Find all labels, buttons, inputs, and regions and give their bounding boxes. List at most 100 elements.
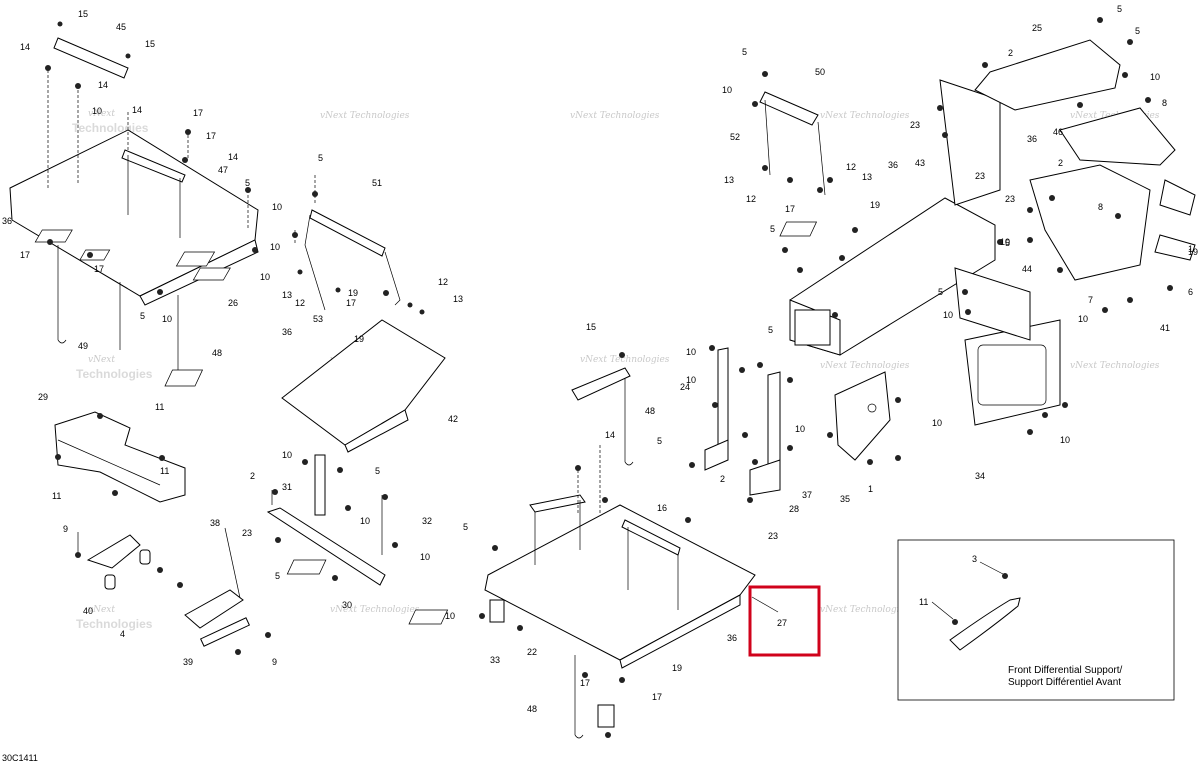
callout-label: 5 xyxy=(245,178,250,188)
callout-label: 1 xyxy=(1188,244,1193,254)
callout-label: 10 xyxy=(932,418,942,428)
callout-label: 29 xyxy=(38,392,48,402)
tray-part xyxy=(281,319,446,446)
callout-label: 38 xyxy=(210,518,220,528)
group-support-38: 9 38 40 4 39 9 xyxy=(63,518,277,667)
watermark-text: vNext Technologies xyxy=(820,605,910,615)
group-box-43: 5 50 10 52 13 12 17 12 13 23 43 36 19 5 … xyxy=(722,47,1070,481)
callout-label: 10 xyxy=(270,242,280,252)
group-bracket-30: 10 5 2 31 10 32 23 10 5 30 xyxy=(242,450,432,610)
callout-label: 48 xyxy=(527,704,537,714)
callout-label: 23 xyxy=(910,120,920,130)
watermark-text: vNext Technologies xyxy=(570,111,660,121)
callout-label: 44 xyxy=(1022,264,1032,274)
callout-label: 2 xyxy=(1058,158,1063,168)
callout-label: 23 xyxy=(242,528,252,538)
callout-label: 2 xyxy=(250,471,255,481)
callout-label: 48 xyxy=(212,348,222,358)
tray-pad xyxy=(34,229,73,243)
tray-edge-part xyxy=(619,594,741,669)
bracket-part xyxy=(954,267,1031,341)
tray-edge-part xyxy=(344,409,409,453)
callout-label: 10 xyxy=(260,272,270,282)
callout-label: 9 xyxy=(63,524,68,534)
callout-label: 14 xyxy=(605,430,615,440)
callout-label: 28 xyxy=(789,504,799,514)
callout-label: 10 xyxy=(162,314,172,324)
callout-label: 7 xyxy=(1088,295,1093,305)
bracket-part xyxy=(974,39,1121,111)
rail-part xyxy=(759,91,819,126)
callout-label: 8 xyxy=(1162,98,1167,108)
callout-label: 17 xyxy=(346,298,356,308)
callout-label: 40 xyxy=(83,606,93,616)
callout-label: 8 xyxy=(1098,202,1103,212)
callout-label: 47 xyxy=(218,165,228,175)
callout-label: 42 xyxy=(448,414,458,424)
callout-label: 19 xyxy=(354,334,364,344)
callout-label: 36 xyxy=(727,633,737,643)
inset-caption-line1: Front Differential Support/ xyxy=(1008,665,1123,676)
inset-front-differential-support: 3 11 Front Differential Support/ Support… xyxy=(897,539,1175,701)
group-top-right: 5 25 2 5 10 8 23 36 46 2 23 5 8 19 7 10 … xyxy=(974,4,1198,333)
rail-part xyxy=(53,37,129,79)
callout-label: 10 xyxy=(1060,435,1070,445)
tray-pad xyxy=(79,249,111,261)
plate-part xyxy=(834,371,891,461)
callout-label: 10 xyxy=(360,516,370,526)
callout-label: 24 xyxy=(680,382,690,392)
callout-label: 16 xyxy=(657,503,667,513)
callout-label: 10 xyxy=(686,347,696,357)
callout-label: 48 xyxy=(645,406,655,416)
watermark-text: vNext Technologies xyxy=(1070,361,1160,371)
callout-label: 35 xyxy=(840,494,850,504)
highlight-box-27[interactable]: 27 xyxy=(748,585,821,657)
callout-label: 30 xyxy=(342,600,352,610)
bracket-part xyxy=(54,411,186,503)
callout-label: 43 xyxy=(915,158,925,168)
callout-label: 41 xyxy=(1160,323,1170,333)
callout-label: 11 xyxy=(160,466,169,476)
tray-part xyxy=(484,504,756,661)
callout-label: 36 xyxy=(888,160,898,170)
callout-label: 19 xyxy=(348,288,358,298)
callout-label: 3 xyxy=(972,554,977,564)
watermark-text: vNext xyxy=(88,355,115,365)
callout-label: 2 xyxy=(720,474,725,484)
callout-label: 14 xyxy=(228,152,238,162)
callout-label: 13 xyxy=(453,294,463,304)
callout-label: 13 xyxy=(282,290,292,300)
watermark-text: vNext Technologies xyxy=(820,361,910,371)
callout-label: 19 xyxy=(870,200,880,210)
callout-label: 10 xyxy=(722,85,732,95)
callout-label: 5 xyxy=(742,47,747,57)
callout-label: 51 xyxy=(372,178,382,188)
callout-label: 10 xyxy=(282,450,292,460)
callout-label: 12 xyxy=(438,277,448,287)
watermark-text: vNext Technologies xyxy=(320,111,410,121)
watermark-text: Technologies xyxy=(76,617,153,631)
group-main-tray: 15 48 14 16 5 10 33 22 36 19 17 17 48 xyxy=(286,322,756,739)
callout-label: 25 xyxy=(1032,23,1042,33)
callout-label: 10 xyxy=(795,424,805,434)
callout-label: 26 xyxy=(228,298,238,308)
callout-label: 5 xyxy=(275,571,280,581)
callout-label: 14 xyxy=(20,42,30,52)
callout-label: 45 xyxy=(116,22,126,32)
bracket-part xyxy=(309,209,386,257)
group-bracket-29: 29 11 11 11 xyxy=(38,392,186,503)
callout-label: 5 xyxy=(140,311,145,321)
watermark-text: Technologies xyxy=(72,121,149,135)
callout-label: 17 xyxy=(206,131,216,141)
bracket-part xyxy=(1059,107,1176,166)
callout-label: 17 xyxy=(193,108,203,118)
callout-label: 23 xyxy=(1005,194,1015,204)
callout-label: 49 xyxy=(78,341,88,351)
callout-label: 37 xyxy=(802,490,812,500)
callout-label: 34 xyxy=(975,471,985,481)
callout-label: 33 xyxy=(490,655,500,665)
bracket-part xyxy=(121,149,186,183)
callout-label: 17 xyxy=(94,264,104,274)
callout-label: 10 xyxy=(686,375,696,385)
